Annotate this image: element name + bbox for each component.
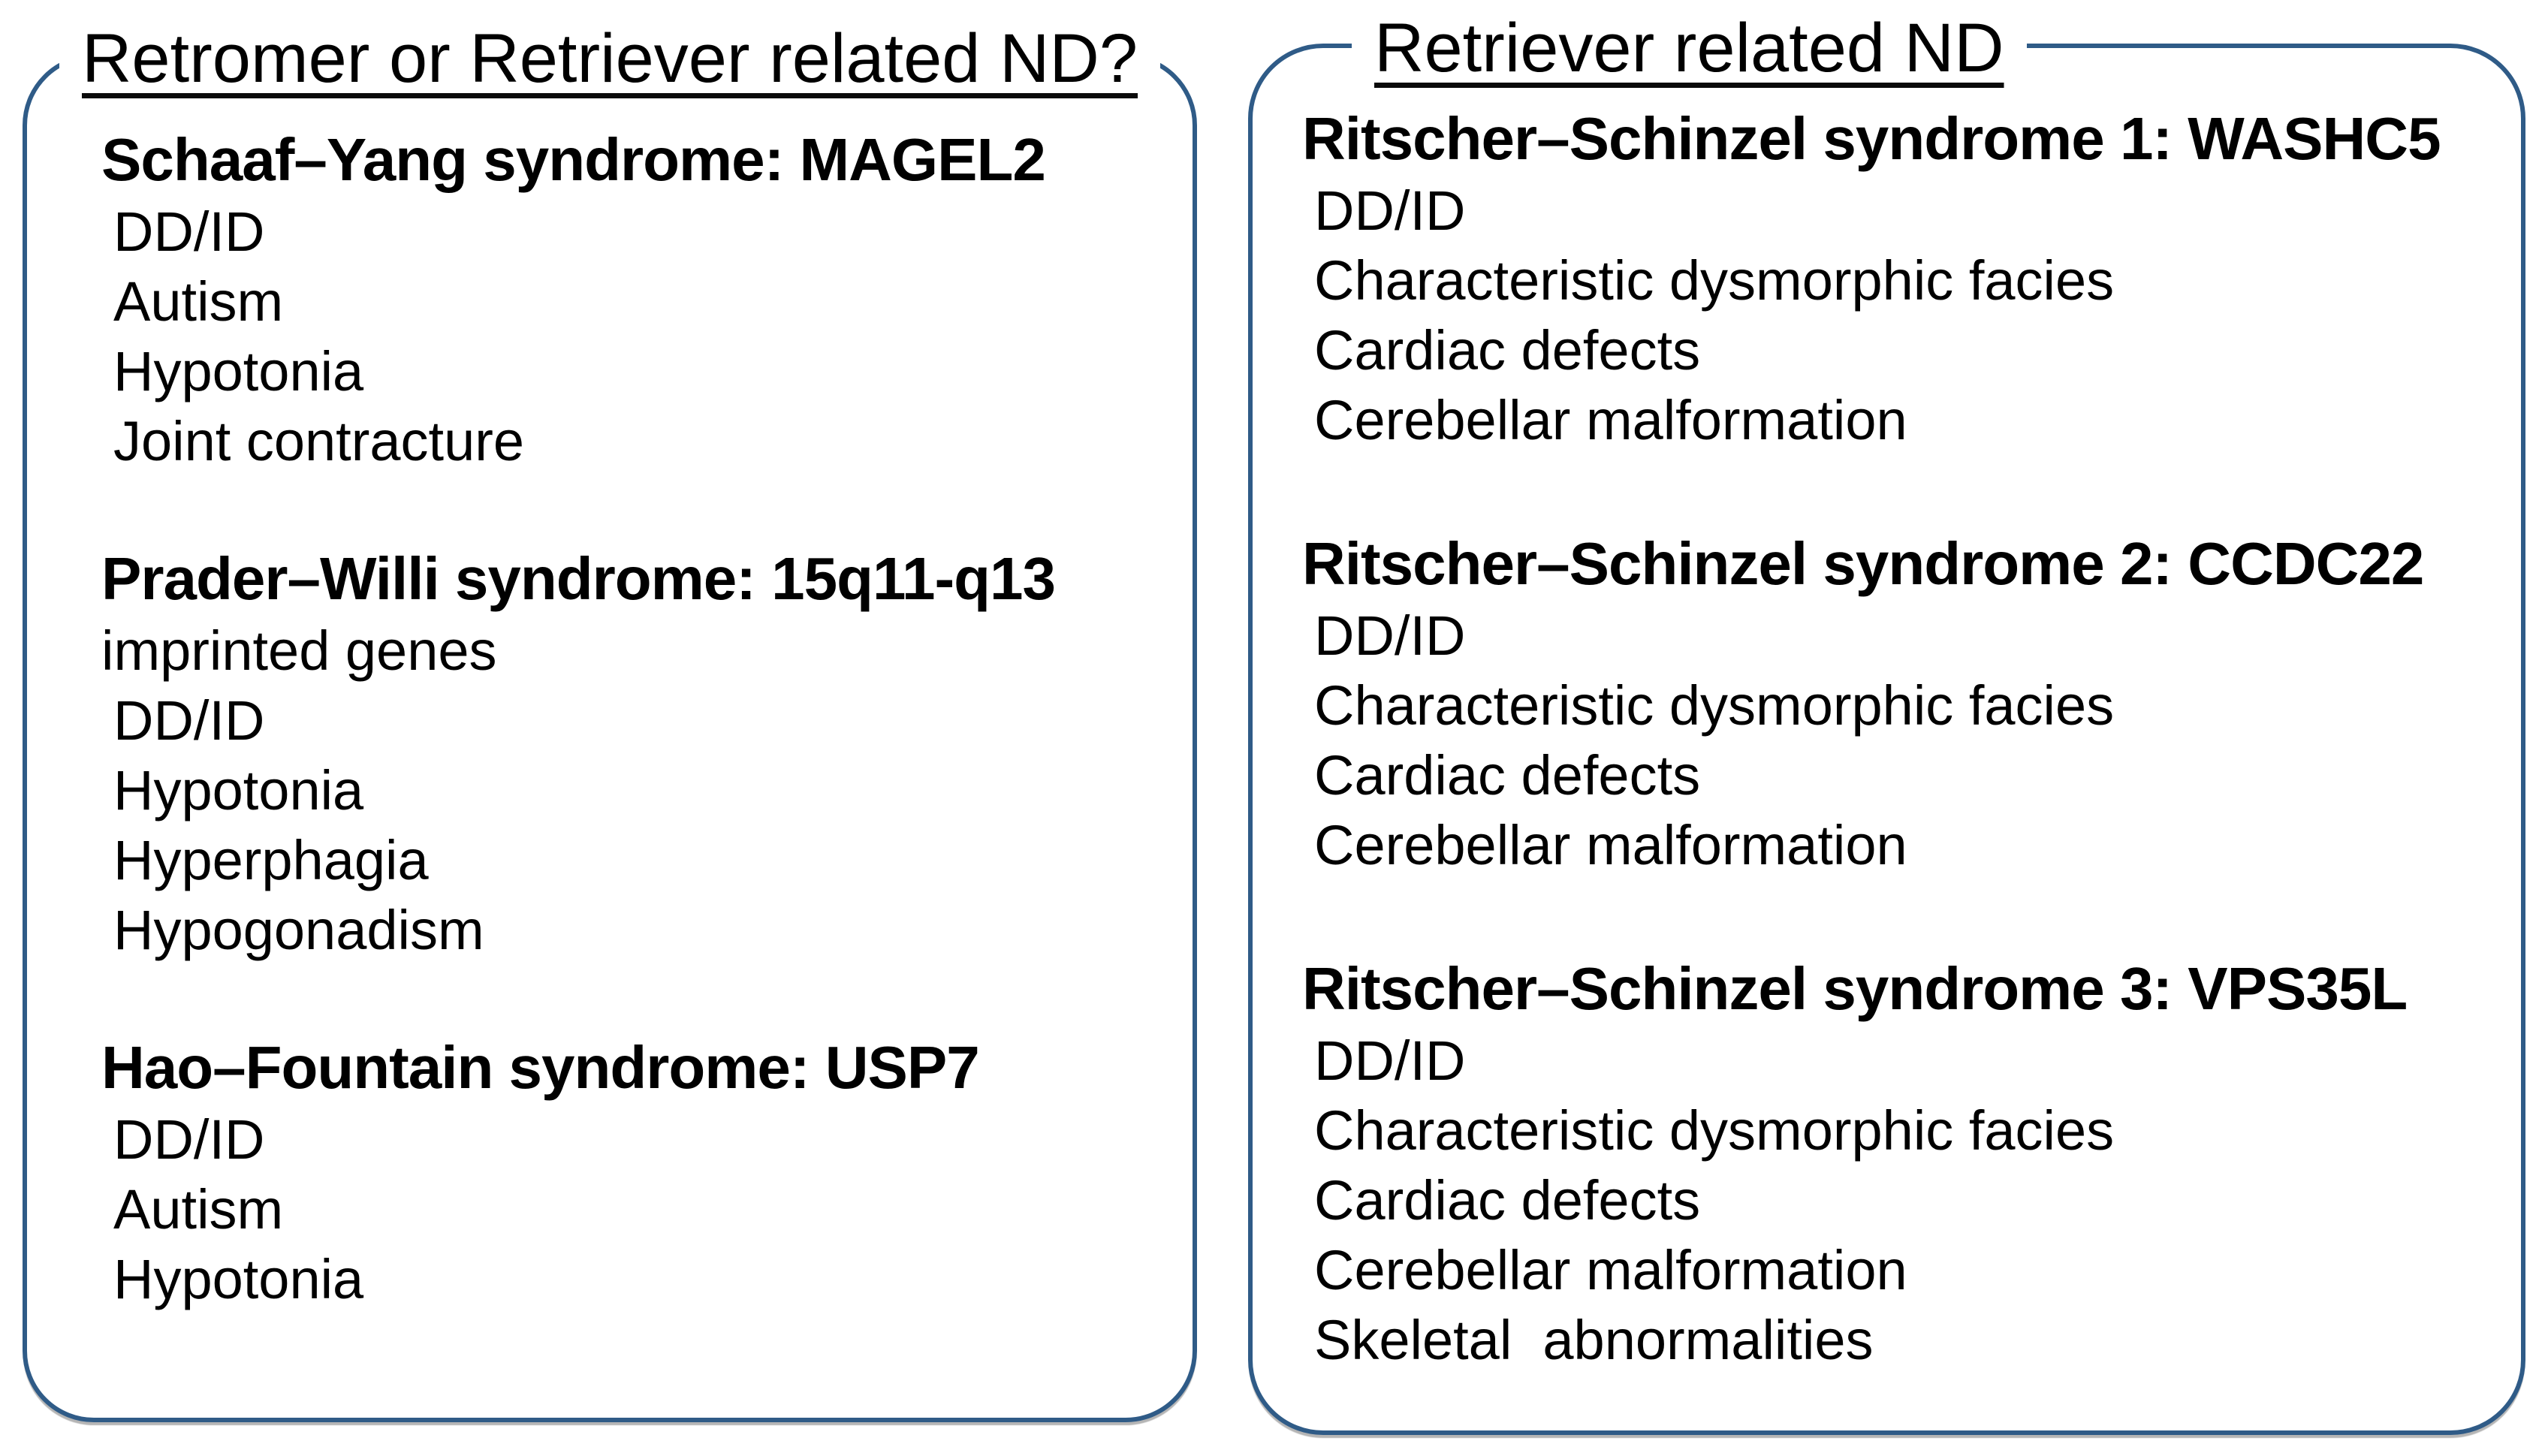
symptom-item: Hyperphagia bbox=[113, 829, 429, 891]
syndrome-heading: Ritscher–Schinzel syndrome 3: VPS35L bbox=[1302, 955, 2408, 1022]
symptom-item: Characteristic dysmorphic facies bbox=[1314, 249, 2115, 312]
symptom-item: Autism bbox=[113, 270, 284, 333]
symptom-item: Cardiac defects bbox=[1314, 1169, 1701, 1231]
symptom-item: Hypogonadism bbox=[113, 899, 484, 961]
symptom-item: DD/ID bbox=[113, 1108, 265, 1171]
panel-title-retromer-or-retriever: Retromer or Retriever related ND? bbox=[59, 20, 1161, 98]
syndrome-heading-note: imprinted genes bbox=[101, 619, 497, 682]
symptom-item: Hypotonia bbox=[113, 759, 364, 821]
symptom-item: Characteristic dysmorphic facies bbox=[1314, 674, 2115, 737]
symptom-item: Cardiac defects bbox=[1314, 744, 1701, 806]
symptom-item: Skeletal abnormalities bbox=[1314, 1309, 1874, 1371]
syndrome-heading: Ritscher–Schinzel syndrome 1: WASHC5 bbox=[1302, 105, 2441, 172]
symptom-item: Joint contracture bbox=[113, 410, 525, 472]
symptom-item: DD/ID bbox=[1314, 179, 1466, 242]
symptom-item: Cerebellar malformation bbox=[1314, 814, 1907, 876]
syndrome-heading: Schaaf–Yang syndrome: MAGEL2 bbox=[101, 126, 1046, 193]
symptom-item: Hypotonia bbox=[113, 340, 364, 402]
syndrome-heading: Prader–Willi syndrome: 15q11-q13 bbox=[101, 545, 1056, 612]
symptom-item: Characteristic dysmorphic facies bbox=[1314, 1099, 2115, 1162]
symptom-item: Autism bbox=[113, 1178, 284, 1240]
panel-retriever-related-nd: Retriever related ND Ritscher–Schinzel s… bbox=[1248, 9, 2525, 1435]
panel-retromer-or-retriever-related-nd: Retromer or Retriever related ND? Schaaf… bbox=[23, 20, 1197, 1422]
syndrome-heading: Hao–Fountain syndrome: USP7 bbox=[101, 1034, 980, 1101]
symptom-item: DD/ID bbox=[1314, 604, 1466, 667]
symptom-item: Cardiac defects bbox=[1314, 319, 1701, 381]
symptom-item: DD/ID bbox=[113, 200, 265, 263]
symptom-item: Cerebellar malformation bbox=[1314, 1239, 1907, 1301]
syndrome-heading: Ritscher–Schinzel syndrome 2: CCDC22 bbox=[1302, 530, 2424, 597]
symptom-item: DD/ID bbox=[1314, 1029, 1466, 1092]
symptom-item: Hypotonia bbox=[113, 1248, 364, 1310]
symptom-item: DD/ID bbox=[113, 689, 265, 752]
panel-title-retriever: Retriever related ND bbox=[1352, 9, 2027, 87]
syndrome-group: Prader–Willi syndrome: 15q11-q13 imprinte… bbox=[101, 542, 1170, 965]
syndrome-group: Ritscher–Schinzel syndrome 3: VPS35L DD/I… bbox=[1302, 952, 2506, 1375]
symptom-item: Cerebellar malformation bbox=[1314, 389, 1907, 451]
